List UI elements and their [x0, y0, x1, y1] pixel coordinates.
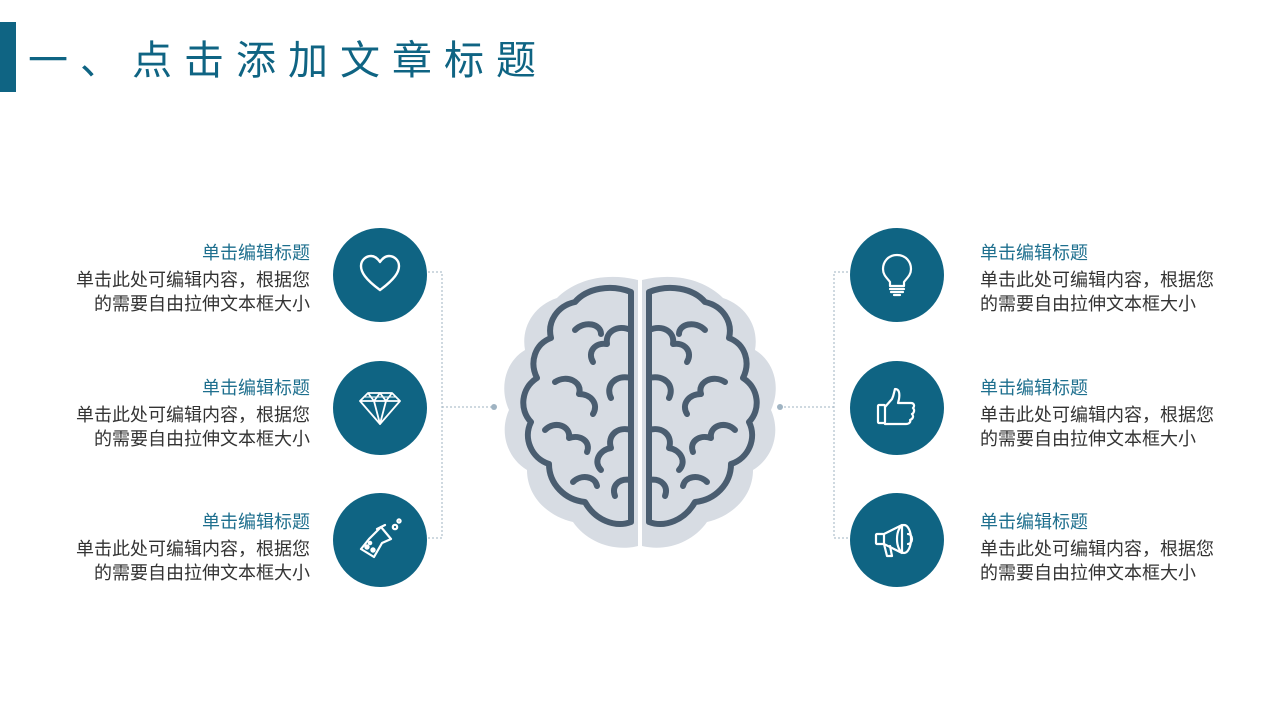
item-title[interactable]: 单击编辑标题: [980, 243, 1088, 264]
item-description[interactable]: 单击此处可编辑内容，根据您的需要自由拉伸文本框大小: [980, 405, 1214, 450]
icon-circle[interactable]: [850, 228, 944, 322]
item-title[interactable]: 单击编辑标题: [202, 243, 310, 264]
diamond-icon: [359, 392, 401, 425]
megaphone-icon: [874, 523, 914, 558]
icon-circle[interactable]: [850, 493, 944, 587]
item-description[interactable]: 单击此处可编辑内容，根据您的需要自由拉伸文本框大小: [76, 539, 310, 584]
icon-circle[interactable]: [333, 493, 427, 587]
icon-circle[interactable]: [850, 361, 944, 455]
lightbulb-icon: [881, 253, 913, 297]
left-item-1[interactable]: 单击编辑标题 单击此处可编辑内容，根据您的需要自由拉伸文本框大小: [0, 242, 310, 317]
title-accent-bar: [0, 22, 16, 92]
item-title[interactable]: 单击编辑标题: [202, 378, 310, 399]
item-description[interactable]: 单击此处可编辑内容，根据您的需要自由拉伸文本框大小: [76, 405, 310, 450]
left-item-2[interactable]: 单击编辑标题 单击此处可编辑内容，根据您的需要自由拉伸文本框大小: [0, 377, 310, 452]
item-description[interactable]: 单击此处可编辑内容，根据您的需要自由拉伸文本框大小: [980, 270, 1214, 315]
flask-icon: [359, 518, 402, 559]
left-item-3[interactable]: 单击编辑标题 单击此处可编辑内容，根据您的需要自由拉伸文本框大小: [0, 511, 310, 586]
brain-icon: [504, 276, 776, 548]
page-title[interactable]: 一、点击添加文章标题: [28, 38, 548, 84]
heart-icon: [359, 254, 401, 292]
right-item-3[interactable]: 单击编辑标题 单击此处可编辑内容，根据您的需要自由拉伸文本框大小: [980, 511, 1280, 586]
item-title[interactable]: 单击编辑标题: [202, 512, 310, 533]
item-title[interactable]: 单击编辑标题: [980, 378, 1088, 399]
right-item-1[interactable]: 单击编辑标题 单击此处可编辑内容，根据您的需要自由拉伸文本框大小: [980, 242, 1280, 317]
icon-circle[interactable]: [333, 228, 427, 322]
item-title[interactable]: 单击编辑标题: [980, 512, 1088, 533]
right-item-2[interactable]: 单击编辑标题 单击此处可编辑内容，根据您的需要自由拉伸文本框大小: [980, 377, 1280, 452]
item-description[interactable]: 单击此处可编辑内容，根据您的需要自由拉伸文本框大小: [980, 539, 1214, 584]
icon-circle[interactable]: [333, 361, 427, 455]
item-description[interactable]: 单击此处可编辑内容，根据您的需要自由拉伸文本框大小: [76, 270, 310, 315]
thumbs-up-icon: [876, 387, 916, 426]
brain-illustration: [495, 270, 785, 560]
